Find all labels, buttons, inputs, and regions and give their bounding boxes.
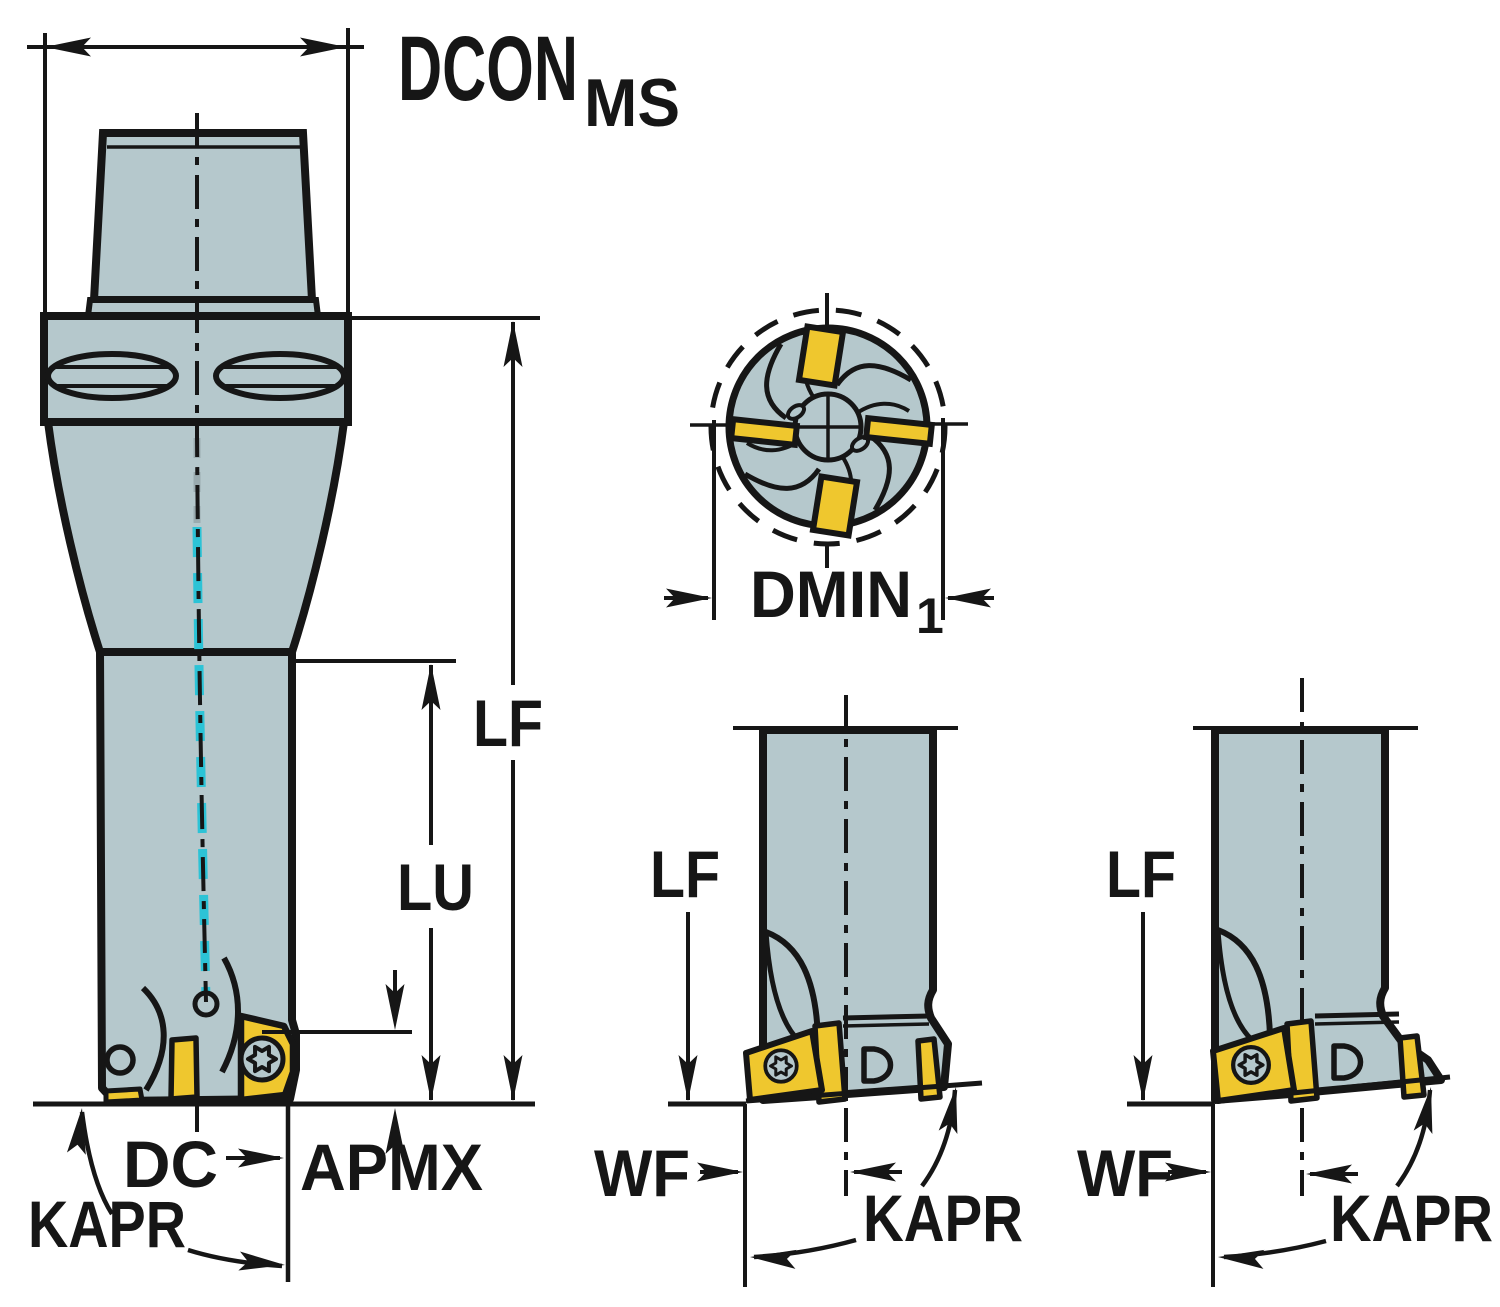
- side-view: DCON MS LF LU APMX: [27, 18, 680, 1282]
- wf-dimension: WF: [594, 1104, 902, 1287]
- dc-dimension: DC: [123, 1104, 291, 1282]
- pocket-d-cutout: [1331, 1043, 1364, 1081]
- insert-west: [727, 415, 801, 449]
- dimension-label-dcon-sub: MS: [584, 65, 680, 141]
- top-view: DMIN 1: [664, 293, 994, 644]
- tilted-edge-line: [745, 1080, 983, 1104]
- dimension-label-kapr: KAPR: [863, 1181, 1023, 1255]
- dimension-label-lf: LF: [473, 686, 543, 760]
- right-view: LF WF KAPR: [1077, 678, 1493, 1287]
- clamp-hole: [104, 1044, 136, 1076]
- insert-east: [862, 414, 936, 448]
- pocket-top-lines: [842, 1022, 930, 1028]
- dimension-label-dmin-sub: 1: [916, 588, 944, 644]
- pocket-top-lines: [842, 1013, 930, 1021]
- dimension-label-lf: LF: [650, 837, 720, 911]
- apmx-dimension: APMX: [262, 970, 483, 1204]
- torx-screw: [763, 1048, 799, 1084]
- torx-screw: [1233, 1047, 1269, 1083]
- kapr-angle: KAPR: [1217, 1085, 1493, 1269]
- pocket-d-cutout: [861, 1046, 894, 1084]
- insert-north: [795, 323, 847, 389]
- center-line: [195, 113, 208, 1003]
- center-tick-horizontal: [690, 422, 968, 427]
- collar-screw-slot-right: [213, 351, 347, 401]
- torx-screw: [241, 1038, 283, 1080]
- flute-curve: [1215, 929, 1254, 1042]
- wf-dimension: WF: [1077, 1104, 1358, 1287]
- insert-edge-right: [1397, 1033, 1427, 1100]
- flute-curve: [764, 929, 821, 1039]
- kapr-angle: KAPR: [28, 1106, 286, 1275]
- dimension-label-apmx: APMX: [300, 1130, 483, 1204]
- dmin-dimension: DMIN 1: [664, 418, 994, 644]
- dimension-label-kapr: KAPR: [1330, 1181, 1493, 1255]
- lf-dimension: LF: [1106, 837, 1176, 1101]
- dimension-label-lf: LF: [1106, 837, 1176, 911]
- flute-curve: [140, 985, 167, 1092]
- pocket-top-lines: [1314, 1011, 1400, 1019]
- dimension-label-lu: LU: [397, 850, 474, 924]
- dimension-label-kapr: KAPR: [28, 1187, 186, 1261]
- dimension-label-wf: WF: [1077, 1136, 1173, 1210]
- dimension-label-wf: WF: [594, 1136, 690, 1210]
- insert-edge-sliver: [103, 1086, 145, 1105]
- hub-crosshair: [795, 394, 861, 460]
- insert-edge-strip: [168, 1035, 200, 1102]
- tool-shank: [89, 129, 317, 304]
- mid-view: LF WF KAPR: [594, 695, 1023, 1287]
- tilted-edge-line: [1213, 1074, 1451, 1104]
- screw-hole-top: [785, 403, 807, 421]
- dimension-label-dc: DC: [123, 1127, 218, 1201]
- insert-south: [809, 473, 861, 539]
- lf-dimension: LF: [352, 316, 543, 1101]
- pocket-top-lines: [1314, 1020, 1400, 1026]
- dimension-label-dcon: DCON: [398, 18, 578, 120]
- lu-dimension: LU: [296, 659, 474, 1101]
- dimension-label-dmin: DMIN: [750, 557, 912, 631]
- lf-dimension: LF: [650, 837, 720, 1101]
- insert-edge-right: [915, 1036, 943, 1102]
- flute-curve: [1216, 927, 1273, 1037]
- collar-screw-slot-left: [45, 351, 179, 401]
- flute-curve: [219, 956, 241, 1074]
- dcon-dimension: DCON MS: [27, 18, 680, 318]
- kapr-angle: KAPR: [749, 1085, 1023, 1269]
